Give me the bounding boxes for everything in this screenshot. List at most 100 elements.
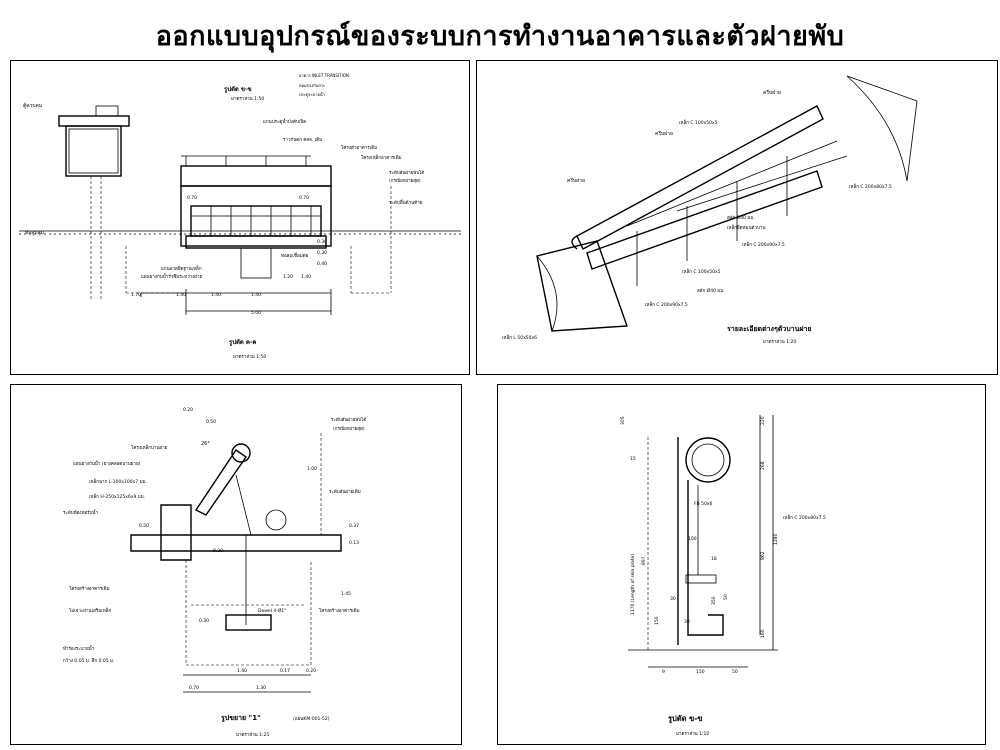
section-profile xyxy=(628,437,778,651)
caption-ref: (แผ่นKM-001-52) xyxy=(293,716,330,722)
dim-left-1: 15 xyxy=(630,456,636,462)
label-c1: เหล็ก C 100x50x5 xyxy=(679,118,718,126)
note-2: ตอมกรงกันสวะ xyxy=(299,83,325,88)
label-ring-1: ครีบฝาย xyxy=(763,89,781,96)
section-small-drawing: FB 50x6 เหล็ก C 200x80x7.5 1170 (Length … xyxy=(620,415,826,737)
dim-7: 1.45 xyxy=(341,591,351,597)
dim-0: 0.20 xyxy=(183,407,193,413)
scale: มาตราส่วน 1:25 xyxy=(236,732,269,738)
heading-top: รูปตัด ข-ข xyxy=(224,85,252,94)
gate-isometric-drawing: ครีบฝาย ครีบฝาย ครีบฝาย เหล็ก C 100x50x5… xyxy=(502,75,918,345)
dim-inner-3: 50 xyxy=(723,594,729,600)
label-level-top: ระดับสันฝายพับได้ xyxy=(331,417,366,423)
dim-5: 0.13 xyxy=(349,540,359,546)
section-drawing: ตู้ควบคุม ท่อสูบลม รูปตัด ข-ข มาตราส่วน … xyxy=(19,73,461,360)
label-angle: เหล็ก L 50x50x6 xyxy=(502,333,537,341)
dim-10: 0.30 xyxy=(317,250,327,256)
scale: มาตราส่วน 1:20 xyxy=(763,339,796,345)
dim-right-2: 862 xyxy=(760,551,766,560)
dim-4: 0.37 xyxy=(349,523,359,529)
weir-structure xyxy=(125,155,392,294)
panel-enlarged-detail-1: 26° โครงเหล็กบานฝาย แผ่นยางกันน้ำ (ยางคล… xyxy=(10,384,462,745)
label-bottom-1: แกนลวดยึดฐานเหล็ก xyxy=(161,264,202,272)
dim-12: 0.70 xyxy=(189,685,199,691)
label-bolt-3: สลัก Ø40 มม. xyxy=(697,287,725,294)
scale-top: มาตราส่วน 1:50 xyxy=(231,96,264,102)
dim-13: 1.30 xyxy=(256,685,266,691)
label-level-crest: ระดับสันฝายเดิม xyxy=(329,489,361,495)
dim-2: 1.40 xyxy=(211,292,221,298)
panel-section-bb-cc: ตู้ควบคุม ท่อสูบลม รูปตัด ข-ข มาตราส่วน … xyxy=(10,60,470,375)
dim-inner-1: 18 xyxy=(711,556,717,562)
dim-6: 0.70 xyxy=(299,195,309,201)
caption: รูปตัด ข-ข xyxy=(668,714,703,724)
gate-frame xyxy=(536,75,918,332)
dim-left-2: 897 xyxy=(641,556,647,565)
dim-8: 1.40 xyxy=(301,274,311,280)
dim-right-4: 160 xyxy=(760,629,766,638)
dim-left-0: 305 xyxy=(620,416,626,425)
label-ring-2: ครีบฝาย xyxy=(655,130,673,137)
label-rubber: แผ่นยางกันน้ำ (ยางคลอดบานฝาย) xyxy=(73,460,141,467)
dim-9: 1.40 xyxy=(237,668,247,674)
dim-8: 0.30 xyxy=(199,618,209,624)
label-old-struct: โครงสร้างอาคารเดิม xyxy=(69,585,110,592)
dim-right-3: 1280 xyxy=(773,533,779,545)
gate-arm xyxy=(194,443,287,631)
dim-right-0: 220 xyxy=(760,416,766,425)
note-3: ประตูระบายน้ำ xyxy=(299,90,325,98)
label-fb: FB 50x6 xyxy=(694,501,712,507)
dim-9: 0.30 xyxy=(317,239,327,245)
label-h-steel: เหล็ก H-250x125x6x9 มม. xyxy=(89,492,145,500)
dim-11: 0.20 xyxy=(306,668,316,674)
label-angle-steel: เหล็กฉาก L-100x100x7 มม. xyxy=(89,477,147,485)
dim-11: 0.40 xyxy=(317,261,327,267)
label-level-2: ระดับพื้นด้านท้าย xyxy=(389,199,423,206)
label-dowel: Dowel 4-Ø1" xyxy=(258,607,286,614)
caption: รูปขยาย "1" xyxy=(221,714,261,723)
label-level-1: ระดับสันฝายพับได้ xyxy=(389,170,424,176)
dim-6: 0.20 xyxy=(213,548,223,554)
label-pipe: ท่อสูบลม xyxy=(25,230,44,236)
panel-gate-detail: ครีบฝาย ครีบฝาย ครีบฝาย เหล็ก C 100x50x5… xyxy=(476,60,998,375)
heading-bottom: รูปตัด ค-ค xyxy=(229,338,256,347)
dim-bottom-0: 9 xyxy=(662,669,665,675)
label-length: 1170 (Length of skin plate) xyxy=(630,554,636,615)
label-level-pipe: ระดับท้องท่อรับน้ำ xyxy=(63,509,98,516)
dim-1: 1.40 xyxy=(176,292,186,298)
panel-section-bb-small: FB 50x6 เหล็ก C 200x80x7.5 1170 (Length … xyxy=(497,384,986,745)
dim-7: 1.20 xyxy=(283,274,293,280)
label-shaft: แกนประตูน้ำบังคับเปิด xyxy=(263,118,306,125)
dim-inner-6: 30 xyxy=(684,619,690,625)
label-bolt-2: เหล็กยึดหมุนตัวบาน xyxy=(727,223,765,231)
label-c5: เหล็ก C 200x80x7.5 xyxy=(849,182,892,190)
dim-inner-0: 100 xyxy=(688,536,697,542)
label-house: ตู้ควบคุม xyxy=(23,102,42,109)
dim-2: 1.00 xyxy=(307,466,317,472)
dim-3: 1.40 xyxy=(251,292,261,298)
dim-bottom-1: 150 xyxy=(696,669,705,675)
dim-inner-2: 350 xyxy=(711,596,717,605)
dim-5: 0.70 xyxy=(187,195,197,201)
label-bottom-2: แผ่นยางกันน้ำรั่วซึมระหว่างฝาย xyxy=(141,273,203,280)
label-bolt-1: สลัก Ø40 มม. xyxy=(727,214,755,221)
scale-bottom: มาตราส่วน 1:50 xyxy=(233,354,266,360)
dim-inner-5: 150 xyxy=(654,616,660,625)
scale: มาตราส่วน 1:10 xyxy=(676,731,709,737)
angle-label: 26° xyxy=(201,441,210,447)
label-ring-3: ครีบฝาย xyxy=(567,177,585,184)
caption: รายละเอียดต่างๆตัวบานฝาย xyxy=(727,325,812,333)
label-rail: ราวกันตก คสล. เดิม xyxy=(283,137,322,143)
label-c2: เหล็ก C 100x50x5 xyxy=(682,267,721,275)
label-c4: เหล็ก C 200x90x7.5 xyxy=(645,300,688,308)
label-frame-gate: โครงเหล็กบานฝาย xyxy=(131,443,168,451)
label-bottom-3: ท่อลมเชื่อมต่อ xyxy=(281,252,309,259)
label-drill: ไม่เจาะผ่านเสริมเหล็ก xyxy=(68,606,112,614)
dim-3: 0.50 xyxy=(139,523,149,529)
dim-0: 1.70 xyxy=(131,292,141,298)
dim-inner-4: 30 xyxy=(670,596,676,602)
label-slot-2: กว้าง 0.05 ม. ลึก 0.05 ม. xyxy=(63,658,114,664)
dim-1: 0.50 xyxy=(206,419,216,425)
label-level-1b: (กรณียกฝายสุด) xyxy=(389,178,421,184)
dim-bottom-2: 50 xyxy=(732,669,738,675)
